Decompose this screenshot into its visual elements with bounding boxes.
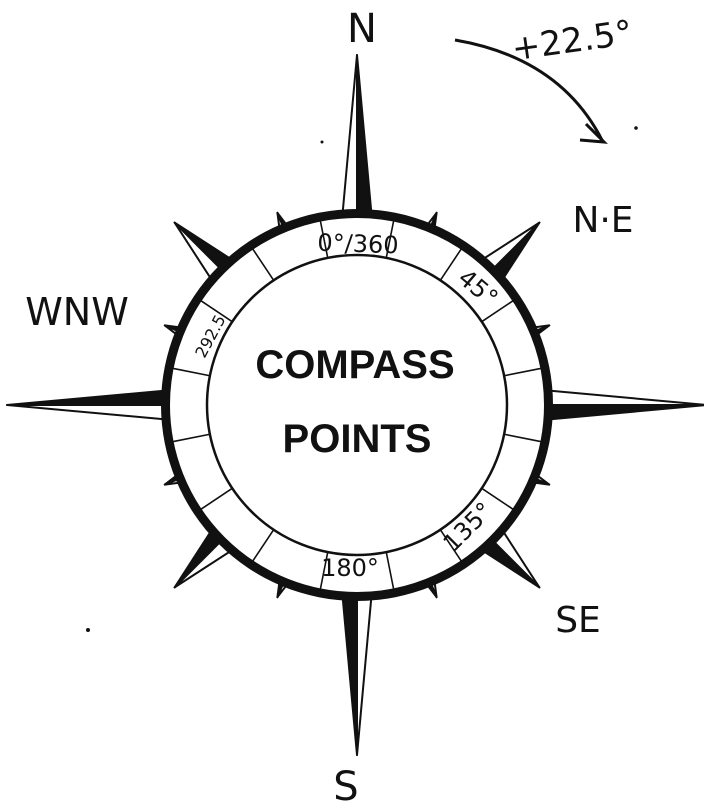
ring-label-south: 180° [321, 554, 379, 582]
rotation-note: +22.5° [509, 13, 635, 69]
label-wnw: WNW [25, 290, 129, 334]
center-title-line2: POINTS [283, 417, 432, 461]
ink-speck [634, 126, 638, 130]
compass-ring [161, 209, 553, 601]
ink-speck [86, 628, 90, 632]
ring-inner [207, 255, 507, 555]
ink-speck [321, 141, 324, 144]
label-south: S [333, 764, 358, 804]
center-title-line1: COMPASS [255, 343, 454, 387]
label-ne: N·E [572, 200, 633, 241]
ring-label-north: 0°/360 [317, 229, 399, 260]
label-north: N [347, 6, 377, 52]
rotation-arrow-head [580, 124, 604, 142]
label-se: SE [555, 600, 601, 641]
